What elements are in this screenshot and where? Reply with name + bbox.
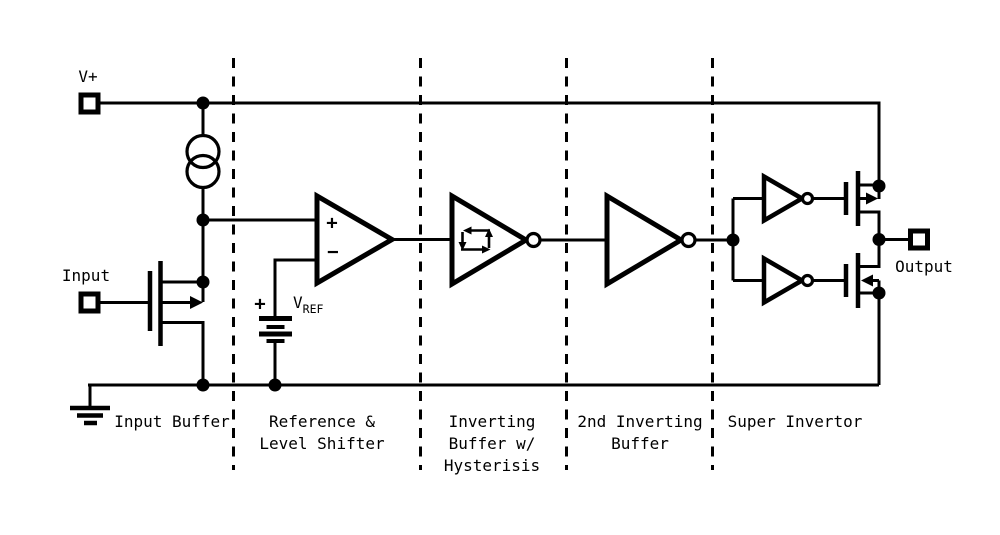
bottom-output-mosfet-icon	[843, 239, 881, 385]
input-mosfet-icon	[147, 261, 205, 385]
junction-dot	[872, 286, 886, 300]
super-invertor	[731, 171, 881, 385]
section-label-hysteresis-line3: Hysterisis	[444, 456, 540, 475]
junction-dot	[872, 179, 886, 193]
current-source-icon	[185, 103, 221, 302]
opamp-plus-sign: +	[326, 212, 337, 234]
junction-dots	[196, 96, 886, 392]
section-label-super-invertor: Super Invertor	[728, 412, 863, 431]
vref-label: VREF	[293, 293, 323, 316]
inverter-bubble	[525, 231, 542, 249]
battery-plus-sign: +	[254, 293, 265, 315]
input-label: Input	[62, 266, 110, 285]
opamp-minus-sign: −	[327, 241, 338, 263]
section-label-2nd-inverting-line2: Buffer	[611, 434, 669, 453]
mosfet-body-arrow-icon	[190, 296, 203, 309]
input-pad	[78, 291, 101, 314]
junction-dot	[872, 233, 886, 246]
section-labels: Input Buffer Reference & Level Shifter I…	[114, 412, 863, 475]
mosfet-source-stub	[162, 321, 205, 385]
second-inverter-icon	[604, 191, 733, 289]
junction-dot	[196, 275, 210, 289]
section-dividers	[232, 58, 714, 470]
output-pad	[908, 228, 930, 251]
input-terminal: Input	[62, 266, 148, 314]
inverter-bubble	[680, 231, 697, 249]
super-invertor-bottom-inverter-icon	[761, 254, 844, 307]
v-plus-label: V+	[78, 67, 97, 86]
mosfet-body-arrow-icon	[866, 192, 878, 205]
super-invertor-top-inverter-icon	[761, 172, 844, 225]
junction-dot	[196, 378, 210, 392]
output-terminal: Output	[879, 228, 953, 276]
opamp-minus-input-wire	[273, 258, 317, 318]
section-label-hysteresis: Inverting	[449, 412, 536, 431]
section-label-2nd-inverting: 2nd Inverting	[577, 412, 702, 431]
hysteresis-inverter-icon	[449, 191, 607, 289]
section-label-input-buffer: Input Buffer	[114, 412, 230, 431]
v-plus-terminal: V+	[78, 67, 101, 115]
section-label-reference: Reference &	[269, 412, 375, 431]
opamp-triangle	[314, 191, 397, 288]
inverter-bubble	[800, 273, 815, 288]
vref-battery-icon: + VREF	[254, 293, 323, 385]
inverter-triangle	[604, 191, 686, 289]
v-plus-pad	[78, 92, 101, 115]
junction-dot	[196, 96, 210, 110]
section-label-hysteresis-line2: Buffer w/	[449, 434, 536, 453]
junction-dot	[196, 213, 210, 227]
mosfet-body-arrow-icon	[861, 274, 873, 287]
opamp-icon: + −	[203, 191, 452, 318]
output-label: Output	[895, 257, 953, 276]
section-label-reference-line2: Level Shifter	[259, 434, 385, 453]
hysteresis-loop-icon	[458, 226, 493, 254]
v-plus-rail	[100, 101, 881, 186]
top-output-mosfet-icon	[843, 171, 881, 239]
inverter-bubble	[800, 191, 815, 206]
junction-dot	[726, 233, 740, 247]
ground-symbol-icon	[70, 385, 110, 426]
junction-dot	[268, 378, 282, 392]
